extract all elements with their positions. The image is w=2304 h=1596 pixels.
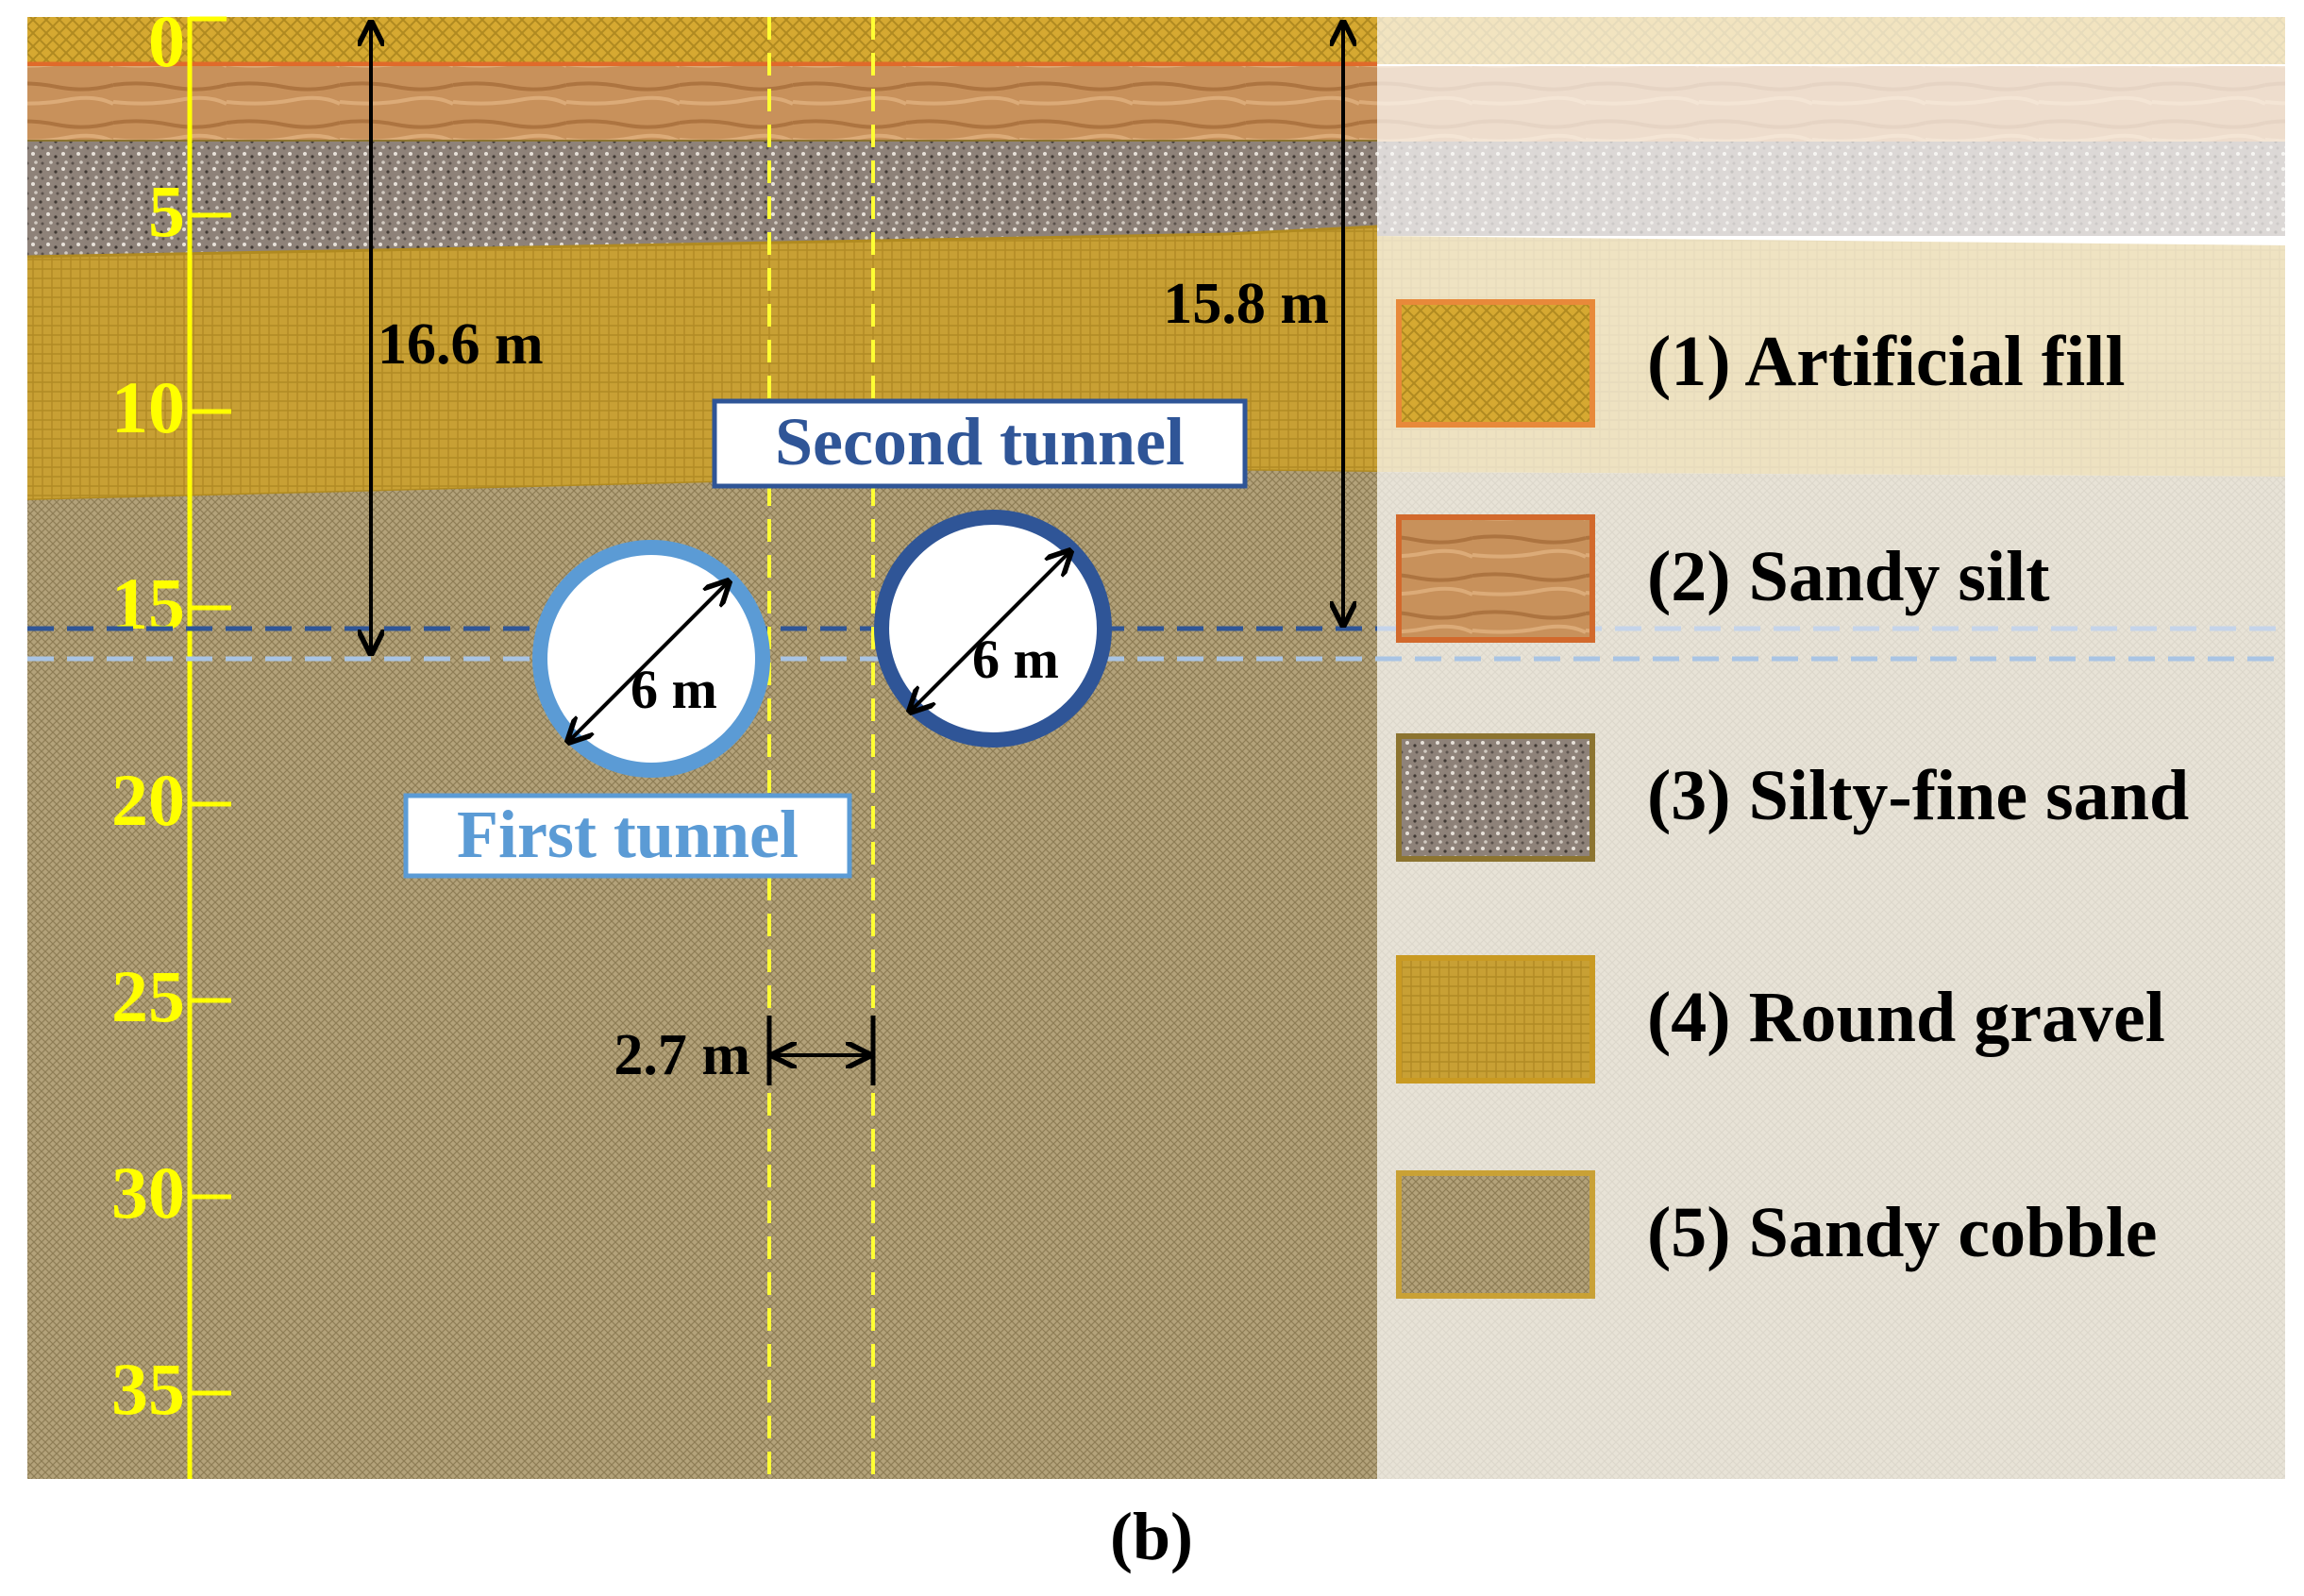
legend-label: (4) Round gravel [1647, 978, 2165, 1057]
depth-axis: 0 5 10 15 20 25 30 35 [111, 0, 231, 1479]
legend-label: (3) Silty-fine sand [1647, 756, 2189, 835]
first-tunnel-label: First tunnel [457, 797, 799, 872]
legend-swatch [1396, 1170, 1595, 1299]
first-tunnel-label-box [403, 793, 852, 879]
depth-tick-label: 35 [111, 1348, 185, 1430]
legend-label: (2) Sandy silt [1647, 537, 2050, 616]
second-tunnel-diameter-arrow [910, 551, 1070, 712]
legend-swatch [1396, 955, 1595, 1084]
layer-artificial-fill [27, 17, 1377, 64]
second-tunnel-label: Second tunnel [775, 404, 1185, 479]
second-tunnel-diameter: 6 m [972, 629, 1059, 690]
second-tunnel: 6 m [874, 510, 1112, 748]
legend-swatch [1396, 299, 1595, 428]
depth-tick-label: 15 [111, 563, 185, 645]
first-tunnel: 6 m [532, 540, 770, 778]
second-tunnel-depth: 15.8 m [1163, 272, 1329, 336]
first-tunnel-diameter-arrow [568, 581, 729, 742]
depth-tick-label: 10 [111, 366, 185, 448]
second-tunnel-label-box [712, 398, 1248, 489]
first-tunnel-diameter: 6 m [631, 659, 717, 720]
tunnel-labels: Second tunnel First tunnel [403, 398, 1248, 879]
dimension-annotations: 16.6 m 15.8 m 2.7 m [371, 23, 1343, 1087]
first-tunnel-depth: 16.6 m [378, 312, 544, 377]
strata-right-faded [1377, 17, 2285, 1479]
spacing-value: 2.7 m [614, 1023, 750, 1087]
depth-tick-label: 25 [111, 955, 185, 1037]
legend-label: (5) Sandy cobble [1647, 1193, 2158, 1272]
legend-swatch [1396, 733, 1595, 862]
legend-label: (1) Artificial fill [1647, 322, 2126, 401]
depth-tick-label: 30 [111, 1151, 185, 1234]
panel-label: (b) [1110, 1499, 1193, 1574]
depth-tick-label: 20 [111, 759, 185, 841]
depth-tick-label: 5 [148, 170, 185, 252]
legend-swatch [1396, 514, 1595, 643]
layer-sandy-silt [27, 66, 1377, 142]
legend: (1) Artificial fill (2) Sandy silt (3) Sil… [1396, 299, 2189, 1299]
depth-tick-label: 0 [148, 0, 185, 82]
